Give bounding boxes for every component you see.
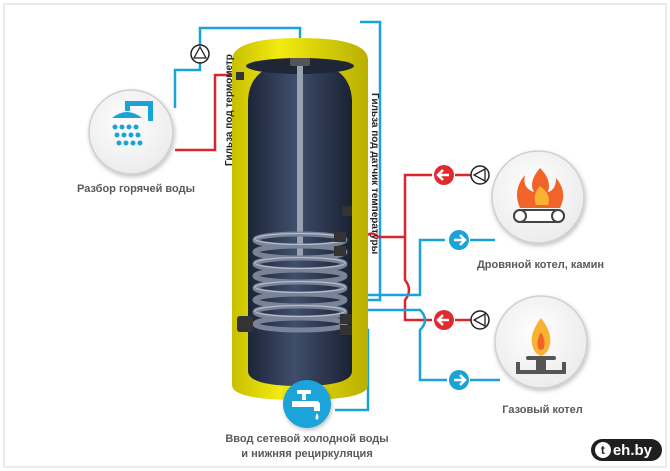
label-thermometer-sleeve: Гильза под термометр	[224, 54, 235, 166]
label-gas-boiler: Газовый котел	[502, 404, 583, 416]
gas-flame-icon	[516, 318, 566, 374]
label-hot-water: Разбор горячей воды	[77, 183, 195, 195]
pump-icon	[190, 44, 210, 64]
anode-rod	[297, 62, 303, 257]
wood-boiler	[491, 150, 585, 244]
gas-boiler	[494, 295, 588, 389]
faucet-icon	[292, 390, 320, 420]
shower-icon	[112, 101, 153, 146]
label-cold-water-line1: Ввод сетевой холодной воды	[225, 433, 389, 445]
fire-wood-icon	[513, 168, 565, 223]
arrow-right-icon	[454, 234, 467, 246]
label-cold-water-line2: и нижняя рециркуляция	[241, 448, 373, 460]
arrow-left-icon	[436, 169, 449, 181]
watermark-prefix: t	[594, 442, 611, 458]
cold-water-inlet	[283, 380, 331, 428]
label-sensor-sleeve: Гильза под датчик температуры	[369, 93, 380, 255]
label-wood-boiler: Дровяной котел, камин	[476, 259, 605, 271]
label-cold-water-inlet: Ввод сетевой холодной воды и нижняя реци…	[212, 432, 402, 462]
water-heater-tank	[232, 38, 368, 400]
watermark-text: eh.by	[612, 441, 652, 459]
frame	[3, 3, 667, 468]
site-watermark: t eh.by	[590, 439, 662, 461]
flow-arrows	[434, 165, 490, 390]
hot-water-outlet	[88, 89, 174, 175]
